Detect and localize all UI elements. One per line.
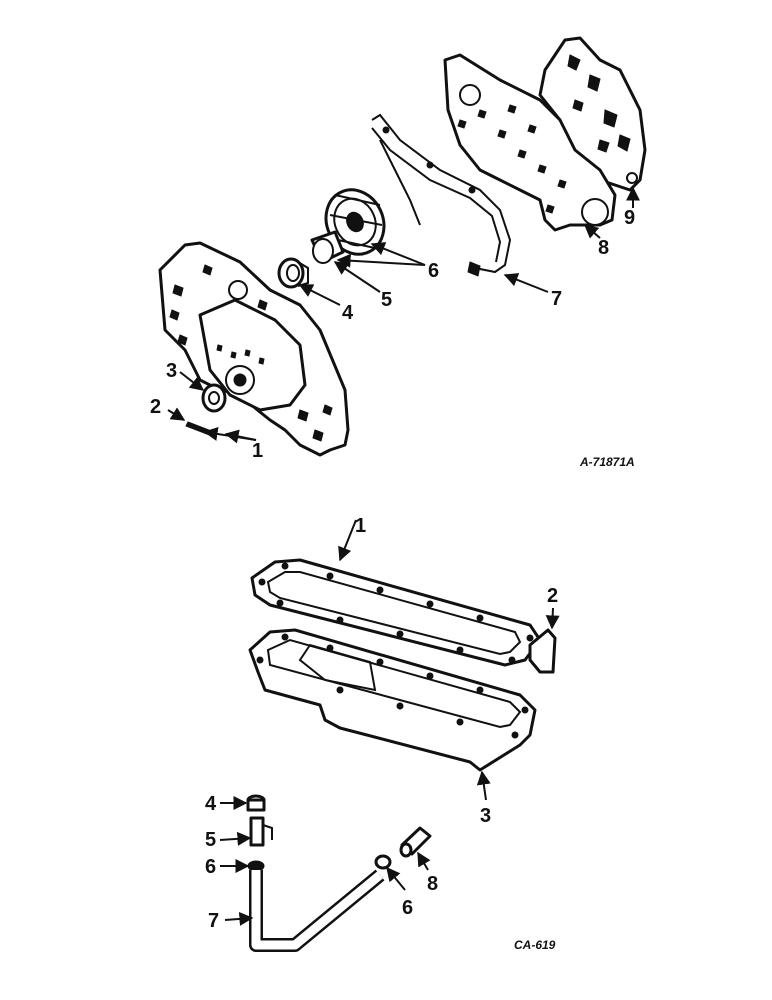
tube-clamp-right-part [374, 854, 392, 870]
top-callout-6: 6 [428, 260, 439, 282]
top-leader-lines [167, 186, 640, 444]
gear-hub-part [310, 230, 345, 264]
bottom-callout-5: 5 [205, 829, 216, 851]
top-callout-5: 5 [381, 289, 392, 311]
tube-clamp-part [247, 860, 265, 872]
timing-cover-figure: 1 2 3 4 5 6 7 8 9 A-71871A [150, 36, 647, 469]
tube-clip-part [249, 816, 273, 847]
oil-pan-figure: 1 2 3 4 5 6 7 6 8 CA-619 [205, 515, 560, 952]
top-callout-3: 3 [166, 360, 177, 382]
tube-connector-part [399, 826, 432, 858]
cover-gasket-part [371, 113, 512, 277]
bottom-leader-lines [219, 519, 560, 926]
top-callout-1: 1 [252, 440, 263, 462]
top-callout-2: 2 [150, 396, 161, 418]
bottom-callout-8: 8 [427, 873, 438, 895]
timing-cover-housing [158, 241, 350, 457]
timing-gear-part [324, 188, 386, 256]
bottom-callout-3: 3 [480, 805, 491, 827]
pan-bracket-part [528, 628, 557, 674]
cover-seal-part [201, 383, 227, 413]
bottom-callout-6-right: 6 [402, 897, 413, 919]
oil-tube-part [249, 869, 385, 952]
bottom-callout-7: 7 [208, 910, 219, 932]
tube-cap-part [246, 794, 266, 812]
top-callout-8: 8 [598, 237, 609, 259]
top-callout-7: 7 [551, 288, 562, 310]
bottom-figure-code: CA-619 [514, 938, 556, 952]
bottom-callout-1: 1 [355, 515, 366, 537]
bottom-callout-4: 4 [205, 793, 217, 815]
top-callout-9: 9 [624, 207, 635, 229]
top-figure-code: A-71871A [579, 455, 635, 469]
oil-pan-part [248, 628, 537, 772]
cover-bolt-part [185, 421, 215, 437]
bottom-callout-2: 2 [547, 585, 558, 607]
seal-part [277, 257, 309, 289]
bottom-callout-6-left: 6 [205, 856, 216, 878]
top-callout-4: 4 [342, 302, 354, 324]
